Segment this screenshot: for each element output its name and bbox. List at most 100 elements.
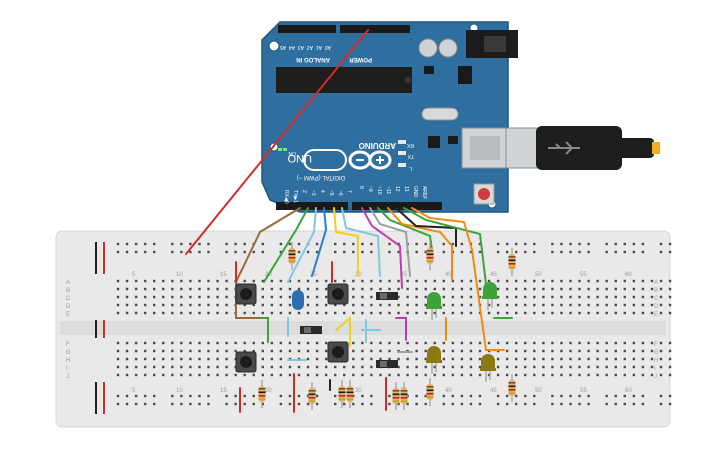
breadboard-hole[interactable] xyxy=(116,250,120,254)
breadboard-hole[interactable] xyxy=(279,402,283,406)
breadboard-hole[interactable] xyxy=(171,357,174,361)
breadboard-hole[interactable] xyxy=(388,373,391,377)
breadboard-hole[interactable] xyxy=(243,394,246,398)
breadboard-hole[interactable] xyxy=(578,303,581,307)
breadboard-hole[interactable] xyxy=(569,279,572,283)
breadboard-hole[interactable] xyxy=(524,311,527,315)
breadboard-hole[interactable] xyxy=(614,373,617,377)
push-button-3[interactable] xyxy=(235,351,257,373)
breadboard-hole[interactable] xyxy=(171,279,174,283)
breadboard-hole[interactable] xyxy=(315,373,319,377)
breadboard-hole[interactable] xyxy=(125,303,129,307)
breadboard-hole[interactable] xyxy=(361,394,364,398)
breadboard-hole[interactable] xyxy=(542,311,545,315)
breadboard-hole[interactable] xyxy=(442,365,445,369)
breadboard-hole[interactable] xyxy=(560,303,563,307)
breadboard-hole[interactable] xyxy=(297,394,301,398)
breadboard-hole[interactable] xyxy=(379,349,382,353)
breadboard-hole[interactable] xyxy=(134,394,138,398)
breadboard-hole[interactable] xyxy=(397,373,400,377)
breadboard-hole[interactable] xyxy=(641,279,645,283)
breadboard-hole[interactable] xyxy=(533,279,536,283)
breadboard-hole[interactable] xyxy=(632,373,636,377)
breadboard-hole[interactable] xyxy=(650,287,654,291)
breadboard-hole[interactable] xyxy=(569,311,572,315)
breadboard-hole[interactable] xyxy=(632,394,636,398)
breadboard-hole[interactable] xyxy=(578,295,581,299)
breadboard-hole[interactable] xyxy=(207,303,210,307)
breadboard-hole[interactable] xyxy=(632,349,636,353)
breadboard-hole[interactable] xyxy=(352,295,355,299)
breadboard-hole[interactable] xyxy=(370,311,373,315)
breadboard-hole[interactable] xyxy=(587,279,590,283)
breadboard-hole[interactable] xyxy=(143,349,147,353)
breadboard-hole[interactable] xyxy=(524,394,527,398)
breadboard-hole[interactable] xyxy=(397,250,400,254)
breadboard-hole[interactable] xyxy=(560,357,563,361)
breadboard-hole[interactable] xyxy=(189,303,192,307)
breadboard-hole[interactable] xyxy=(198,365,201,369)
breadboard-hole[interactable] xyxy=(623,242,626,246)
breadboard-hole[interactable] xyxy=(569,303,572,307)
breadboard-hole[interactable] xyxy=(397,402,400,406)
breadboard-hole[interactable] xyxy=(315,357,319,361)
breadboard-hole[interactable] xyxy=(668,311,672,315)
breadboard-hole[interactable] xyxy=(442,295,445,299)
breadboard-hole[interactable] xyxy=(460,357,464,361)
breadboard-hole[interactable] xyxy=(641,303,645,307)
breadboard-hole[interactable] xyxy=(551,402,554,406)
breadboard-hole[interactable] xyxy=(125,373,129,377)
breadboard-hole[interactable] xyxy=(279,394,283,398)
breadboard-hole[interactable] xyxy=(171,295,174,299)
breadboard-hole[interactable] xyxy=(569,242,572,246)
breadboard-hole[interactable] xyxy=(569,250,572,254)
breadboard-hole[interactable] xyxy=(587,402,590,406)
breadboard-hole[interactable] xyxy=(659,394,663,398)
breadboard-hole[interactable] xyxy=(460,311,464,315)
breadboard-hole[interactable] xyxy=(243,341,246,345)
breadboard-hole[interactable] xyxy=(478,341,482,345)
breadboard-hole[interactable] xyxy=(261,303,264,307)
breadboard-hole[interactable] xyxy=(370,394,373,398)
breadboard-hole[interactable] xyxy=(469,311,473,315)
wire-lightblue-short[interactable] xyxy=(287,317,307,361)
breadboard-hole[interactable] xyxy=(515,311,518,315)
breadboard-hole[interactable] xyxy=(288,365,292,369)
breadboard-hole[interactable] xyxy=(198,279,201,283)
breadboard-hole[interactable] xyxy=(370,402,373,406)
breadboard-hole[interactable] xyxy=(153,341,156,345)
breadboard-hole[interactable] xyxy=(297,341,301,345)
breadboard-hole[interactable] xyxy=(632,311,636,315)
breadboard-hole[interactable] xyxy=(153,357,156,361)
breadboard-hole[interactable] xyxy=(415,349,418,353)
breadboard-hole[interactable] xyxy=(315,341,319,345)
breadboard-hole[interactable] xyxy=(370,287,373,291)
breadboard-hole[interactable] xyxy=(605,250,608,254)
breadboard-hole[interactable] xyxy=(560,341,563,345)
breadboard-hole[interactable] xyxy=(505,250,509,254)
breadboard-hole[interactable] xyxy=(605,349,608,353)
breadboard-hole[interactable] xyxy=(596,373,599,377)
breadboard-hole[interactable] xyxy=(650,279,654,283)
breadboard-hole[interactable] xyxy=(243,311,246,315)
breadboard-hole[interactable] xyxy=(252,279,255,283)
breadboard-hole[interactable] xyxy=(415,250,418,254)
breadboard-hole[interactable] xyxy=(180,250,183,254)
breadboard-hole[interactable] xyxy=(460,279,464,283)
breadboard-hole[interactable] xyxy=(225,402,228,406)
breadboard-hole[interactable] xyxy=(668,303,672,307)
breadboard-hole[interactable] xyxy=(496,250,500,254)
wire-green-d9[interactable] xyxy=(377,207,433,251)
breadboard-hole[interactable] xyxy=(496,242,500,246)
blue-component[interactable] xyxy=(292,290,304,310)
breadboard-hole[interactable] xyxy=(442,279,445,283)
breadboard-hole[interactable] xyxy=(189,357,192,361)
breadboard-hole[interactable] xyxy=(560,279,563,283)
breadboard-hole[interactable] xyxy=(533,341,536,345)
breadboard-hole[interactable] xyxy=(551,303,554,307)
breadboard-hole[interactable] xyxy=(542,373,545,377)
breadboard-hole[interactable] xyxy=(542,287,545,291)
breadboard-hole[interactable] xyxy=(623,349,626,353)
breadboard-hole[interactable] xyxy=(623,402,626,406)
breadboard-hole[interactable] xyxy=(189,250,192,254)
